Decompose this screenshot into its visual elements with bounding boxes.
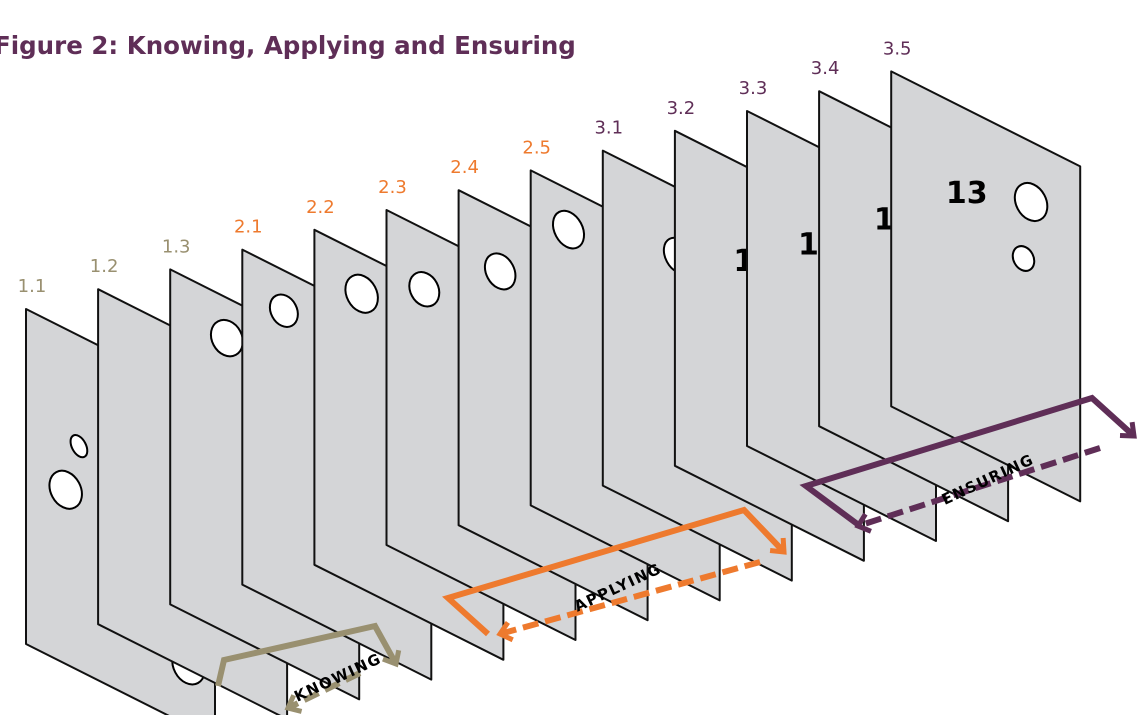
slice-code: 3.2 <box>667 98 696 119</box>
slice-code: 1.1 <box>18 276 47 297</box>
arrowhead-icon <box>496 621 514 643</box>
arrowhead-icon <box>1119 421 1137 439</box>
hole-icon <box>1011 245 1036 272</box>
hole-icon <box>268 293 299 328</box>
hole-icon <box>209 318 244 358</box>
slice-panel <box>890 70 1082 503</box>
hole-icon <box>344 273 379 314</box>
slice-number: 13 <box>946 176 988 211</box>
hole-icon <box>483 252 517 291</box>
arrowhead-icon <box>382 649 402 668</box>
slice-code: 2.1 <box>234 217 263 238</box>
slice-code: 1.2 <box>90 256 119 277</box>
slice-13: 133.5 <box>883 38 1082 503</box>
slice-code: 2.4 <box>450 157 479 178</box>
arrowhead-icon <box>854 512 872 534</box>
slice-code: 3.4 <box>811 58 840 79</box>
slice-code: 1.3 <box>162 236 191 257</box>
slices-layer: 11.121.231.342.152.262.372.482.593.1103.… <box>18 38 1082 715</box>
slice-code: 2.2 <box>306 197 335 218</box>
arrowhead-icon <box>284 694 303 714</box>
figure-title: Figure 2: Knowing, Applying and Ensuring <box>0 31 576 60</box>
hole-icon <box>48 469 83 510</box>
arrowhead-icon <box>769 537 787 555</box>
slice-code: 2.5 <box>522 137 551 158</box>
hole-icon <box>1013 181 1049 223</box>
hole-icon <box>551 209 586 250</box>
slice-code: 3.1 <box>594 118 623 139</box>
slice-code: 3.5 <box>883 38 912 59</box>
hole-icon <box>408 271 441 308</box>
slice-code: 2.3 <box>378 177 407 198</box>
hole-icon <box>69 434 89 459</box>
slice-code: 3.3 <box>739 78 768 99</box>
